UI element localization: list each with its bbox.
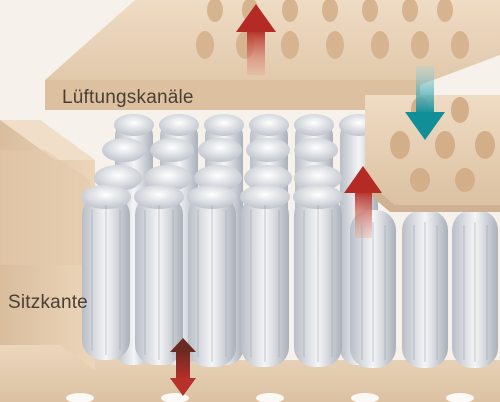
arrow-up-icon [344,166,382,238]
ventilation-channels-label: Lüftungskanäle [62,87,194,108]
arrow-up-icon [236,4,276,75]
seat-edge-label: Sitzkante [8,292,88,313]
arrow-down-icon [405,66,445,140]
arrow-up-down-icon [170,338,196,396]
